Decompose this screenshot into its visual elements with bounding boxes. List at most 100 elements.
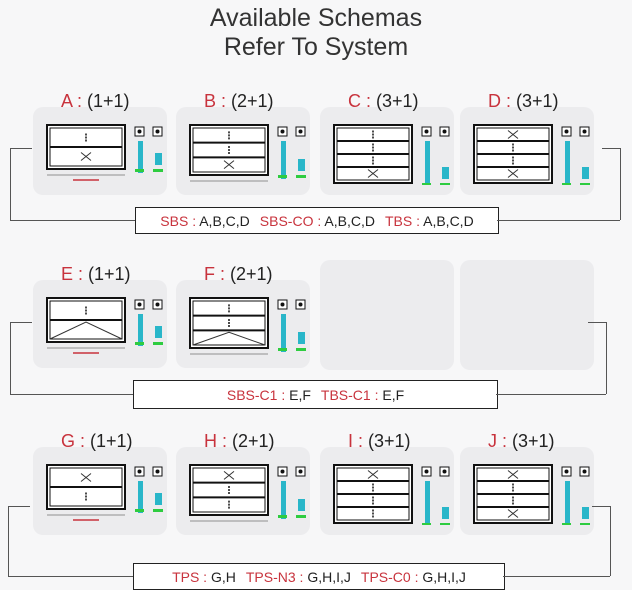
schema-letter: F	[204, 264, 215, 284]
schema-letter: D	[488, 91, 501, 111]
schema-label: C : (3+1)	[348, 91, 419, 112]
bracket-line	[8, 506, 9, 576]
separator: :	[199, 568, 211, 585]
schema-card-i: I : (3+1)	[320, 425, 454, 535]
separator: :	[353, 431, 369, 451]
schema-card-d: D : (3+1)	[460, 85, 594, 195]
schema-config: (3+1)	[516, 91, 559, 111]
bracket-line	[10, 322, 11, 394]
window-schema-drawing	[470, 463, 595, 535]
system-schemas: E,F	[382, 386, 405, 403]
bracket-line	[606, 322, 607, 394]
system-schemas: G,H	[210, 568, 236, 585]
bracket-line	[10, 219, 135, 221]
system-entry: TBS : A,B,C,D	[385, 213, 474, 229]
separator: :	[72, 91, 88, 111]
system-name: SBS-CO	[259, 212, 314, 229]
page-title-line-1: Available Schemas	[209, 4, 423, 32]
schema-label: D : (3+1)	[488, 91, 559, 112]
separator: :	[216, 91, 232, 111]
schema-card-g: G : (1+1)	[33, 425, 167, 535]
separator: :	[497, 431, 513, 451]
system-name: TPS	[172, 568, 200, 585]
schema-config: (1+1)	[90, 431, 133, 451]
system-schemas: A,B,C,D	[423, 212, 474, 229]
schema-card-b: B : (2+1)	[176, 85, 310, 195]
system-name: TBS-C1	[320, 386, 371, 403]
schema-label: E : (1+1)	[61, 264, 131, 285]
schema-letter: I	[348, 431, 354, 451]
system-entry: SBS-C1 : E,F	[227, 387, 311, 403]
system-schemas: G,H,I,J	[422, 568, 466, 585]
system-name: TPS-C0	[360, 568, 411, 585]
separator: :	[295, 568, 308, 585]
bracket-line	[620, 148, 621, 220]
system-schemas: E,F	[289, 386, 311, 403]
schema-label: H : (2+1)	[204, 431, 275, 452]
bracket-line	[497, 219, 620, 221]
schema-card-f: F : (2+1)	[176, 258, 310, 368]
window-schema-drawing	[43, 123, 168, 190]
system-entry: TPS-N3 : G,H,I,J	[246, 569, 351, 585]
schema-label: G : (1+1)	[61, 431, 133, 452]
separator: :	[501, 91, 517, 111]
system-schemas: A,B,C,D	[199, 212, 250, 229]
schema-config: (2+1)	[230, 264, 273, 284]
schema-config: (2+1)	[231, 91, 274, 111]
schema-card-h: H : (2+1)	[176, 425, 310, 535]
schema-card	[460, 260, 594, 370]
bracket-line	[10, 148, 32, 149]
separator: :	[370, 386, 383, 403]
schema-card-j: J : (3+1)	[460, 425, 594, 535]
schema-label: I : (3+1)	[348, 431, 411, 452]
schema-letter: B	[204, 91, 217, 111]
bracket-line	[610, 506, 611, 576]
schema-label: F : (2+1)	[204, 264, 273, 285]
schema-config: (3+1)	[368, 431, 411, 451]
schema-letter: H	[204, 431, 217, 451]
separator: :	[412, 212, 424, 229]
schema-card	[320, 260, 454, 370]
window-schema-drawing	[43, 463, 168, 530]
schema-label: A : (1+1)	[61, 91, 130, 112]
window-schema-drawing	[470, 123, 595, 195]
window-schema-drawing	[330, 463, 455, 535]
system-entry: SBS-CO : A,B,C,D	[260, 213, 375, 229]
window-schema-drawing	[186, 463, 311, 530]
bracket-line	[8, 506, 30, 507]
bracket-line	[588, 322, 606, 323]
system-schemas: G,H,I,J	[307, 568, 351, 585]
separator: :	[215, 264, 231, 284]
separator: :	[217, 431, 233, 451]
schema-config: (2+1)	[232, 431, 275, 451]
system-entry: TPS : G,H	[172, 569, 236, 585]
separator: :	[410, 568, 423, 585]
schema-config: (3+1)	[512, 431, 555, 451]
system-entry: TPS-C0 : G,H,I,J	[361, 569, 466, 585]
schema-letter: A	[61, 91, 73, 111]
schema-label: J : (3+1)	[488, 431, 555, 452]
schema-letter: E	[61, 264, 74, 284]
schema-card-a: A : (1+1)	[33, 85, 167, 195]
separator: :	[188, 212, 200, 229]
separator: :	[361, 91, 377, 111]
separator: :	[313, 212, 325, 229]
schema-config: (3+1)	[376, 91, 419, 111]
window-schema-drawing	[186, 123, 311, 190]
schema-letter: G	[61, 431, 76, 451]
bracket-line	[503, 575, 610, 577]
system-entry: TBS-C1 : E,F	[321, 387, 404, 403]
system-name: SBS	[160, 212, 189, 229]
page-title-line-2: Refer To System	[223, 33, 409, 61]
bracket-line	[10, 393, 133, 395]
window-schema-drawing	[330, 123, 455, 195]
window-schema-drawing	[43, 296, 168, 363]
separator: :	[75, 431, 91, 451]
system-entry: SBS : A,B,C,D	[160, 213, 250, 229]
schema-letter: J	[488, 431, 497, 451]
system-name: TPS-N3	[245, 568, 296, 585]
system-name: SBS-C1	[226, 386, 278, 403]
